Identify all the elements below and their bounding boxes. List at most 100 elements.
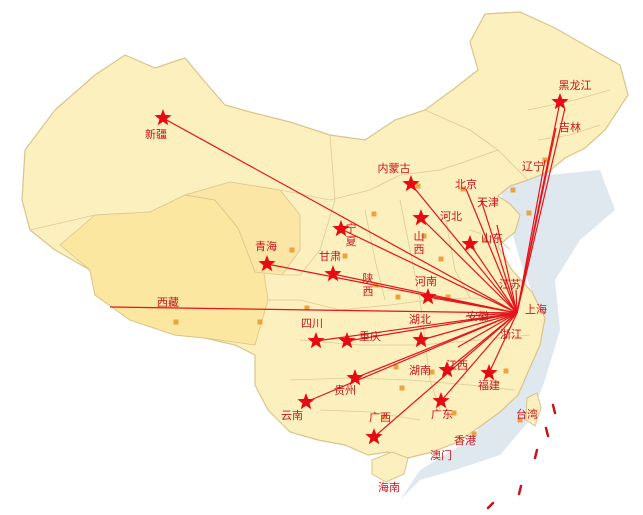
region-label-jiangxi: 江西 bbox=[446, 359, 468, 372]
south-sea-islands bbox=[486, 403, 557, 510]
region-label-shaanxi: 陕西 bbox=[363, 271, 374, 298]
region-label-yunnan: 云南 bbox=[281, 409, 303, 422]
labels: 新疆西藏青海甘肃宁夏内蒙古陕西山西河北北京天津山东河南四川重庆湖北安徽江苏浙江湖… bbox=[145, 79, 592, 494]
region-label-xinjiang: 新疆 bbox=[145, 127, 167, 141]
star-marker-fujian[interactable] bbox=[480, 364, 498, 381]
stars bbox=[154, 93, 569, 445]
region-label-xizang: 西藏 bbox=[157, 296, 179, 309]
route-line bbox=[457, 312, 518, 348]
city-dot bbox=[304, 305, 310, 311]
city-dot bbox=[445, 294, 451, 300]
region-label-zhejiang: 浙江 bbox=[500, 328, 522, 341]
region-label-taiwan: 台湾 bbox=[516, 407, 538, 421]
region-label-liaoning: 辽宁 bbox=[522, 159, 544, 173]
region-label-guizhou: 贵州 bbox=[334, 384, 356, 397]
region-label-guangxi: 广西 bbox=[369, 411, 391, 424]
region-label-qinghai: 青海 bbox=[255, 239, 277, 253]
sea-shading bbox=[400, 170, 615, 500]
star-marker-neimenggu[interactable] bbox=[402, 175, 420, 192]
region-label-chongqing: 重庆 bbox=[359, 329, 381, 343]
star-marker-chongqing[interactable] bbox=[338, 332, 356, 349]
city-dot bbox=[471, 431, 477, 437]
region-label-hebei: 河北 bbox=[440, 210, 462, 223]
star-marker-jiangxi[interactable] bbox=[438, 361, 456, 378]
hub-label: 上海 bbox=[525, 302, 547, 316]
route-line bbox=[516, 127, 557, 314]
city-dot bbox=[399, 385, 405, 391]
route-line bbox=[480, 199, 518, 314]
region-label-hunan: 湖南 bbox=[409, 364, 431, 377]
city-dot bbox=[415, 183, 421, 189]
region-label-neimenggu: 内蒙古 bbox=[378, 161, 411, 175]
star-marker-guangxi[interactable] bbox=[365, 428, 383, 445]
star-marker-guizhou[interactable] bbox=[346, 369, 364, 386]
region-label-henan: 河南 bbox=[415, 275, 437, 288]
region-label-hubei: 湖北 bbox=[409, 313, 431, 326]
route-line bbox=[479, 312, 518, 321]
city-dot bbox=[510, 187, 516, 193]
city-dot bbox=[438, 256, 444, 262]
region-label-aomen: 澳门 bbox=[430, 448, 452, 462]
route-line bbox=[465, 188, 518, 314]
region-label-tianjin: 天津 bbox=[477, 196, 499, 209]
route-line bbox=[373, 312, 518, 438]
route-line bbox=[340, 228, 518, 314]
city-dot bbox=[289, 247, 295, 253]
city-dot bbox=[393, 364, 399, 370]
city-dot bbox=[429, 369, 435, 375]
route-line bbox=[427, 296, 518, 314]
route-line bbox=[315, 312, 518, 342]
region-label-jilin: 吉林 bbox=[559, 120, 581, 134]
star-marker-heilongjiang[interactable] bbox=[551, 93, 569, 110]
region-label-heilongjiang: 黑龙江 bbox=[559, 79, 592, 92]
route-line bbox=[109, 306, 518, 314]
route-line bbox=[410, 183, 518, 314]
route-line bbox=[420, 217, 518, 314]
star-marker-hubei[interactable] bbox=[412, 331, 430, 348]
route-line bbox=[420, 312, 518, 341]
star-marker-ningxia[interactable] bbox=[332, 220, 350, 237]
city-dot bbox=[381, 414, 387, 420]
route-line bbox=[469, 243, 518, 314]
route-line bbox=[266, 263, 518, 314]
region-label-fujian: 福建 bbox=[478, 378, 500, 392]
star-marker-guangdong[interactable] bbox=[432, 392, 450, 409]
region-label-gansu: 甘肃 bbox=[319, 250, 341, 263]
star-marker-shanxi[interactable] bbox=[412, 209, 430, 226]
city-dot bbox=[257, 319, 263, 325]
region-label-shandong: 山东 bbox=[481, 232, 503, 245]
route-line bbox=[332, 273, 518, 314]
star-marker-sichuan[interactable] bbox=[307, 332, 325, 349]
city-dot bbox=[421, 233, 427, 239]
city-dot bbox=[342, 253, 348, 259]
star-marker-yunnan[interactable] bbox=[297, 393, 315, 410]
region-label-ningxia: 宁夏 bbox=[346, 221, 357, 248]
region-label-hainan: 海南 bbox=[378, 480, 400, 494]
route-line bbox=[346, 312, 518, 342]
route-line bbox=[440, 312, 518, 402]
region-label-anhui: 安徽 bbox=[467, 309, 489, 323]
region-label-xianggang: 香港 bbox=[454, 434, 476, 447]
hainan-island bbox=[371, 451, 409, 483]
region-label-shanxi: 山西 bbox=[414, 230, 425, 256]
city-dot bbox=[517, 417, 523, 423]
route-line bbox=[516, 107, 566, 314]
star-marker-qinghai[interactable] bbox=[258, 255, 276, 272]
star-marker-gansu[interactable] bbox=[324, 265, 342, 282]
star-marker-hebei[interactable] bbox=[461, 235, 479, 252]
route-line bbox=[465, 312, 518, 317]
star-marker-henan[interactable] bbox=[419, 288, 437, 305]
city-dot bbox=[460, 186, 466, 192]
route-line bbox=[162, 117, 518, 314]
route-line bbox=[515, 289, 518, 314]
taiwan-island bbox=[525, 392, 542, 427]
region-label-sichuan: 四川 bbox=[301, 317, 323, 330]
city-dot bbox=[173, 319, 179, 325]
route-line bbox=[488, 312, 518, 374]
region-label-guangdong: 广东 bbox=[431, 408, 453, 421]
route-line bbox=[305, 312, 518, 403]
star-marker-xinjiang[interactable] bbox=[154, 109, 172, 126]
route-line bbox=[496, 224, 518, 314]
routes bbox=[109, 101, 566, 438]
